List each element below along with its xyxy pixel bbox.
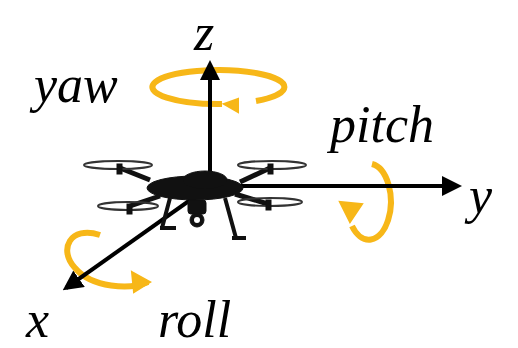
pitch-arrow xyxy=(340,164,391,240)
axis-label: x xyxy=(26,294,49,346)
rotation-label: roll xyxy=(158,294,231,346)
axes xyxy=(66,64,458,288)
drone xyxy=(84,161,306,238)
axis-label: z xyxy=(194,7,214,59)
rotation-label: pitch xyxy=(330,99,434,151)
roll-arrow xyxy=(67,233,150,292)
rotation-label: yaw xyxy=(34,59,118,111)
yaw-arrow xyxy=(152,70,284,112)
axis-label: y xyxy=(469,170,492,222)
